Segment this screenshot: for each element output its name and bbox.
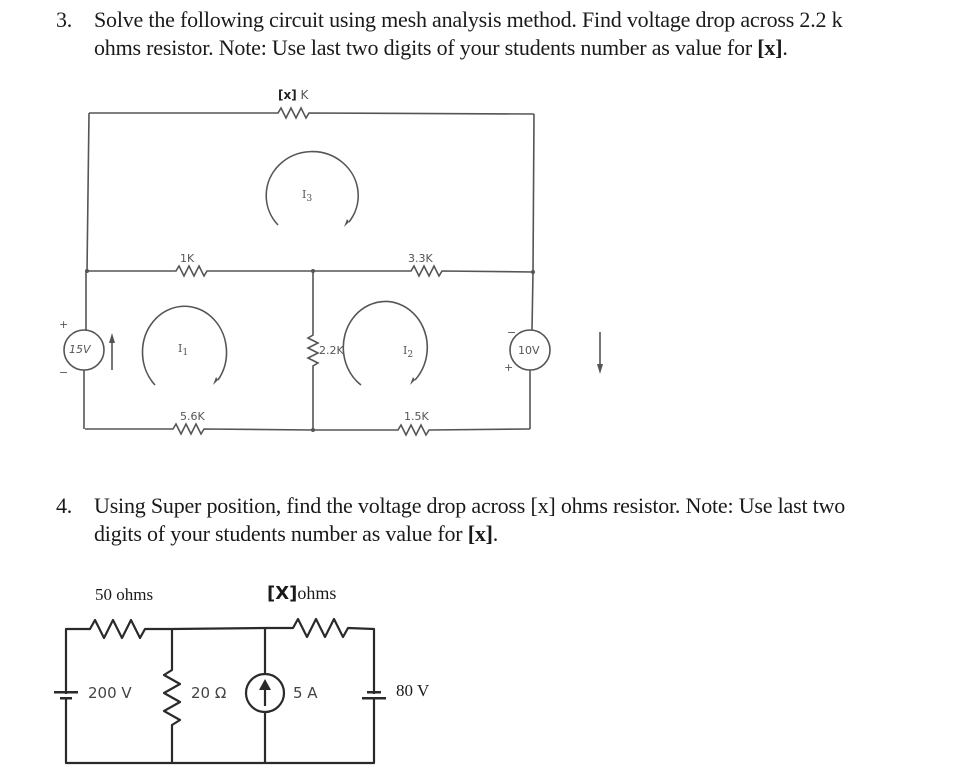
mesh-current-i2: I2 — [403, 344, 414, 361]
question-text-line1: Solve the following circuit using mesh a… — [94, 7, 843, 32]
voltage-source-10v-label: 10V — [518, 344, 540, 357]
voltage-source-200v-label: 200 V — [88, 684, 132, 702]
resistor-1k-label: 1K — [180, 252, 195, 265]
question-text-line1: Using Super position, find the voltage d… — [94, 493, 846, 518]
variable-x: [x] — [757, 35, 783, 60]
plus-sign: + — [59, 318, 69, 331]
mesh-current-i1: I1 — [178, 342, 189, 359]
resistor-50-ohms-label: 50 ohms — [95, 585, 154, 604]
voltage-source-80v-label: 80 V — [396, 681, 430, 700]
resistor-5-6k-label: 5.6K — [180, 410, 205, 423]
plus-sign: + — [504, 361, 514, 374]
question-number: 3. — [56, 7, 73, 32]
mesh-current-i3: I3 — [302, 188, 313, 205]
top-resistor-label: [x] K — [278, 88, 309, 102]
variable-x: [x] — [467, 521, 493, 546]
minus-sign: − — [59, 366, 69, 379]
resistor-20-ohm-label: 20 Ω — [191, 684, 227, 702]
minus-sign: − — [507, 326, 517, 339]
question-number: 4. — [56, 493, 73, 518]
current-source-5a-label: 5 A — [293, 684, 318, 702]
resistor-2-2k-label: 2.2K — [319, 344, 344, 357]
resistor-1-5k-label: 1.5K — [404, 410, 429, 423]
question-text-line2: ohms resistor. Note: Use last two digits… — [94, 35, 788, 60]
voltage-source-15v-label: 15V — [69, 343, 91, 356]
resistor-x-ohms-label: [X]ohms — [267, 583, 337, 604]
question-text-line2: digits of your students number as value … — [94, 521, 499, 546]
resistor-3-3k-label: 3.3K — [408, 252, 433, 265]
